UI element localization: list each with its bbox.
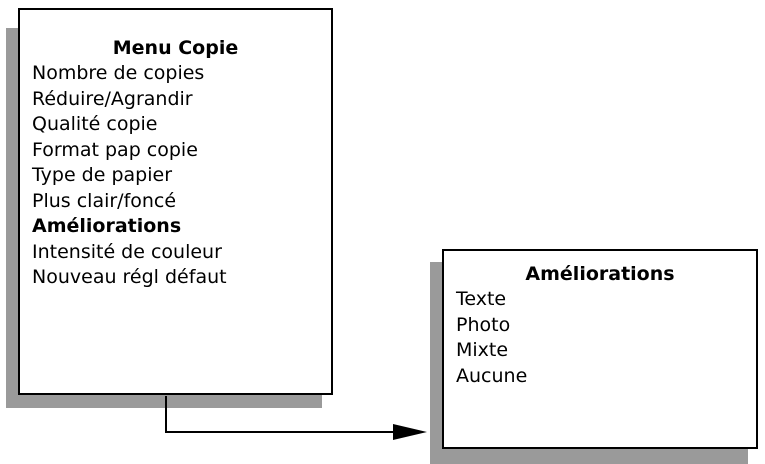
option-texte: Texte bbox=[456, 288, 507, 310]
menu-item-plus-clair-fonce: Plus clair/foncé bbox=[32, 189, 177, 212]
option-mixte: Mixte bbox=[456, 339, 509, 361]
menu-item-nombre-de-copies: Nombre de copies bbox=[32, 62, 205, 84]
menu-item-reduire-agrandir: Réduire/Agrandir bbox=[32, 87, 193, 110]
arrowhead-icon bbox=[393, 424, 427, 440]
menu-copie-title: Menu Copie bbox=[112, 37, 239, 59]
option-aucune: Aucune bbox=[456, 364, 528, 387]
menu-item-intensite-de-couleur: Intensité de couleur bbox=[32, 240, 222, 263]
menu-copie-panel: Menu Copie Nombre de copies Réduire/Agra… bbox=[18, 8, 333, 395]
menu-copie-list: Nombre de copies Réduire/Agrandir Qualit… bbox=[20, 61, 331, 291]
menu-item-qualite-copie: Qualité copie bbox=[32, 113, 158, 135]
menu-item-format-pap-copie: Format pap copie bbox=[32, 138, 198, 161]
ameliorations-list: Texte Photo Mixte Aucune bbox=[444, 287, 756, 389]
ameliorations-panel: Améliorations Texte Photo Mixte Aucune bbox=[442, 249, 758, 449]
ameliorations-title: Améliorations bbox=[525, 263, 675, 285]
menu-item-ameliorations: Améliorations bbox=[32, 215, 182, 237]
menu-item-type-de-papier: Type de papier bbox=[32, 164, 173, 186]
menu-item-nouveau-regl-defaut: Nouveau régl défaut bbox=[32, 266, 227, 288]
option-photo: Photo bbox=[456, 313, 511, 336]
connector-line bbox=[165, 396, 395, 433]
